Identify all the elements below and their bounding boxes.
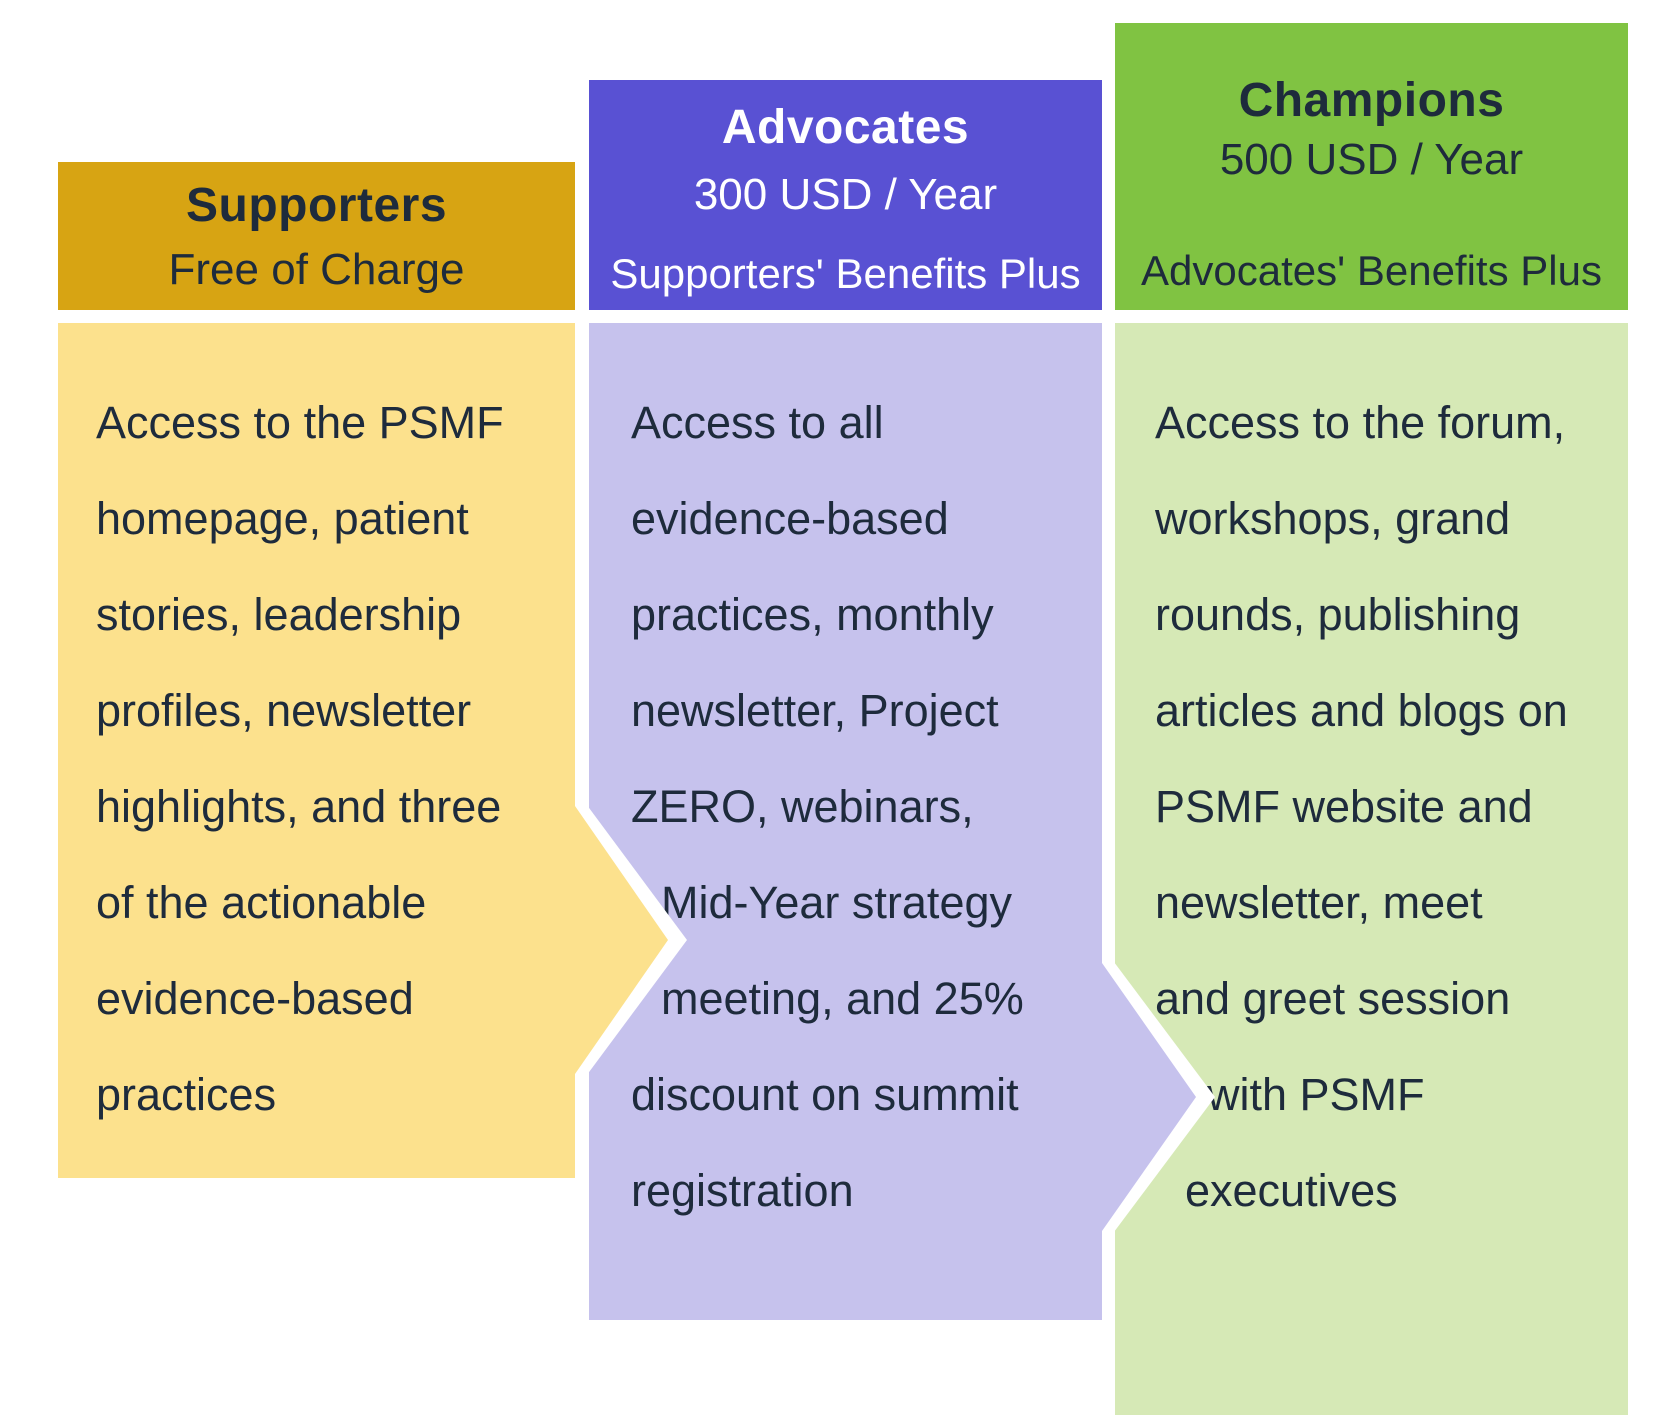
advocates-benefit-line: meeting, and 25% [661, 973, 1024, 1024]
advocates-benefit-line: newsletter, Project [631, 685, 999, 736]
supporters-benefit-line: of the actionable [96, 877, 427, 928]
supporters-benefit-line: highlights, and three [96, 781, 502, 832]
champions-benefit-line: workshops, grand [1155, 493, 1511, 544]
advocates-benefit-line: practices, monthly [631, 589, 994, 640]
champions-benefits-panel: Access to the forum, workshops, grand ro… [1115, 323, 1628, 1415]
supporters-benefit-line: homepage, patient [96, 493, 469, 544]
supporters-header: Supporters Free of Charge [58, 162, 575, 310]
advocates-benefit-line: ZERO, webinars, [631, 781, 974, 832]
advocates-benefit-line: evidence-based [631, 493, 949, 544]
champions-benefit-line: rounds, publishing [1155, 589, 1521, 640]
champions-benefit-line: executives [1185, 1165, 1398, 1216]
advocates-benefits-panel: Access to all evidence-based practices, … [589, 323, 1102, 1320]
champions-benefit-line: newsletter, meet [1155, 877, 1483, 928]
advocates-price: 300 USD / Year [693, 170, 998, 219]
supporters-price: Free of Charge [168, 245, 465, 294]
advocates-header: Advocates 300 USD / Year Supporters' Ben… [589, 80, 1102, 310]
advocates-benefit-line: Mid-Year strategy [661, 877, 1012, 928]
champions-benefit-line: with PSMF [1207, 1069, 1425, 1120]
supporters-title: Supporters [185, 179, 448, 232]
champions-benefit-line: and greet session [1155, 973, 1511, 1024]
advocates-benefits-plus-label: Supporters' Benefits Plus [610, 250, 1081, 297]
supporters-benefit-line: stories, leadership [96, 589, 462, 640]
champions-header: Champions 500 USD / Year Advocates' Bene… [1115, 23, 1628, 310]
supporters-benefit-line: profiles, newsletter [96, 685, 472, 736]
supporters-benefit-line: practices [96, 1069, 277, 1120]
advocates-benefit-line: discount on summit [631, 1069, 1019, 1120]
supporters-benefits-panel: Access to the PSMF homepage, patient sto… [58, 323, 575, 1178]
advocates-benefit-line: Access to all [631, 397, 884, 448]
champions-benefit-line: articles and blogs on [1155, 685, 1568, 736]
champions-benefit-line: PSMF website and [1155, 781, 1533, 832]
champions-benefits-plus-label: Advocates' Benefits Plus [1141, 247, 1602, 294]
supporters-benefit-line: Access to the PSMF [96, 397, 504, 448]
advocates-benefit-line: registration [631, 1165, 854, 1216]
champions-title: Champions [1238, 74, 1505, 127]
advocates-title: Advocates [721, 101, 970, 154]
champions-price: 500 USD / Year [1219, 135, 1524, 184]
champions-benefit-line: Access to the forum, [1155, 397, 1566, 448]
supporters-benefit-line: evidence-based [96, 973, 414, 1024]
